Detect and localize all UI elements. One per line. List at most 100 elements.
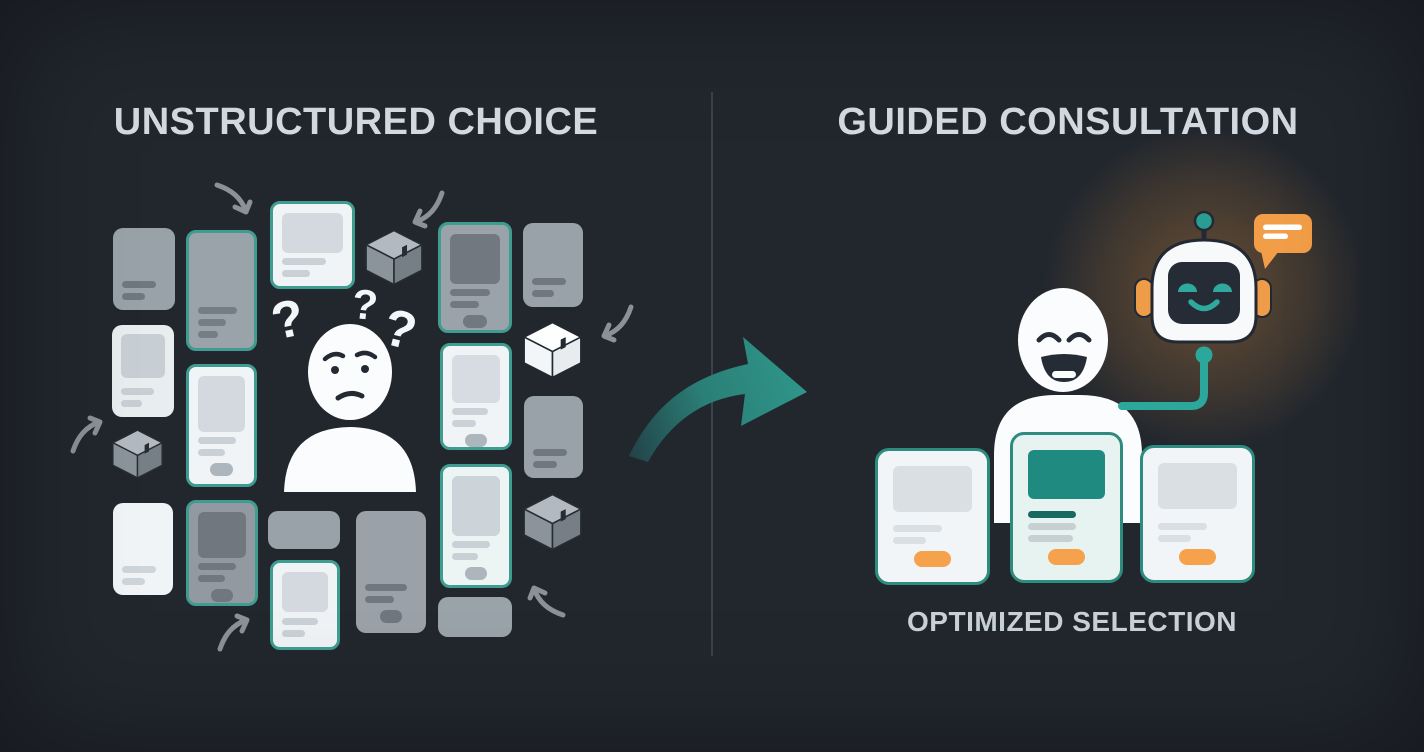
card-line	[121, 400, 143, 407]
card-block	[450, 234, 500, 284]
card-pill	[379, 610, 403, 623]
card-line	[893, 525, 942, 532]
direction-arrow-icon	[70, 415, 103, 454]
card-pill	[465, 434, 487, 447]
card-block	[282, 213, 343, 253]
product-card	[186, 364, 257, 487]
card-line	[122, 566, 156, 573]
card-line	[450, 289, 490, 296]
card-line	[198, 449, 226, 456]
card-pill	[463, 315, 487, 328]
product-card	[440, 464, 512, 588]
card-line	[532, 278, 566, 285]
product-card	[113, 228, 175, 310]
product-card	[268, 511, 340, 549]
card-line	[121, 388, 154, 395]
card-block	[121, 334, 165, 378]
card-line	[452, 420, 476, 427]
card-line	[533, 461, 557, 468]
card-line	[452, 408, 488, 415]
card-block	[1158, 463, 1237, 509]
card-line	[122, 281, 157, 288]
card-pill	[913, 551, 952, 567]
card-pill	[464, 567, 488, 580]
card-block	[198, 376, 245, 432]
direction-arrow-icon	[217, 613, 250, 652]
card-gap	[533, 405, 574, 444]
card-line	[282, 258, 326, 265]
card-gap	[532, 232, 574, 273]
card-gap	[198, 242, 245, 302]
card-block	[893, 466, 972, 512]
card-block	[1028, 450, 1105, 499]
card-line	[1028, 511, 1076, 518]
card-pill	[210, 589, 234, 602]
product-card	[523, 223, 583, 307]
card-line	[198, 437, 236, 444]
card-line	[198, 307, 237, 314]
product-card	[186, 500, 258, 606]
package-box-icon	[112, 429, 163, 479]
right-panel-title: GUIDED CONSULTATION	[837, 101, 1299, 143]
product-card	[438, 222, 512, 333]
card-line	[1158, 535, 1192, 542]
card-gap	[365, 520, 417, 579]
card-gap	[121, 378, 165, 383]
direction-arrow-icon	[412, 190, 445, 229]
card-line	[282, 618, 318, 625]
card-line	[122, 578, 146, 585]
product-card	[270, 201, 355, 289]
card-gap	[122, 237, 166, 276]
product-card	[186, 230, 257, 351]
card-line	[198, 319, 227, 326]
card-line	[122, 293, 145, 300]
card-line	[198, 575, 225, 582]
card-gap	[893, 512, 972, 520]
card-gap	[122, 512, 164, 561]
card-line	[452, 553, 478, 560]
card-pill	[1178, 549, 1217, 565]
card-line	[893, 537, 927, 544]
card-pill	[210, 463, 233, 476]
card-line	[282, 270, 311, 277]
card-line	[365, 584, 407, 591]
product-card	[440, 343, 512, 450]
card-line	[532, 290, 554, 297]
product-card	[1140, 445, 1255, 583]
card-line	[452, 541, 491, 548]
card-block	[452, 476, 500, 536]
card-line	[1158, 523, 1207, 530]
card-gap	[282, 612, 328, 613]
product-card	[438, 597, 512, 637]
card-line	[365, 596, 395, 603]
direction-arrow-icon	[601, 304, 634, 343]
optimized-selection-caption: OPTIMIZED SELECTION	[907, 606, 1237, 637]
product-card	[875, 448, 990, 585]
card-gap	[1028, 499, 1105, 506]
card-block	[452, 355, 500, 403]
product-card	[356, 511, 426, 633]
product-card	[113, 503, 173, 595]
package-box-icon	[523, 321, 582, 379]
question-mark: ?	[349, 279, 381, 330]
card-pill	[1047, 549, 1086, 565]
direction-arrow-icon	[214, 182, 253, 215]
card-gap	[1158, 509, 1237, 518]
card-line	[198, 563, 237, 570]
card-line	[533, 449, 568, 456]
card-line	[282, 630, 305, 637]
card-line	[1028, 523, 1076, 530]
card-block	[198, 512, 246, 558]
card-line	[450, 301, 479, 308]
package-box-icon	[523, 493, 582, 551]
package-box-icon	[365, 229, 423, 286]
product-card	[112, 325, 174, 417]
product-card	[270, 560, 340, 650]
card-block	[282, 572, 328, 612]
card-line	[198, 331, 218, 338]
product-card	[1010, 432, 1123, 583]
direction-arrow-icon	[527, 585, 566, 618]
card-line	[1028, 535, 1073, 542]
product-card	[524, 396, 583, 478]
